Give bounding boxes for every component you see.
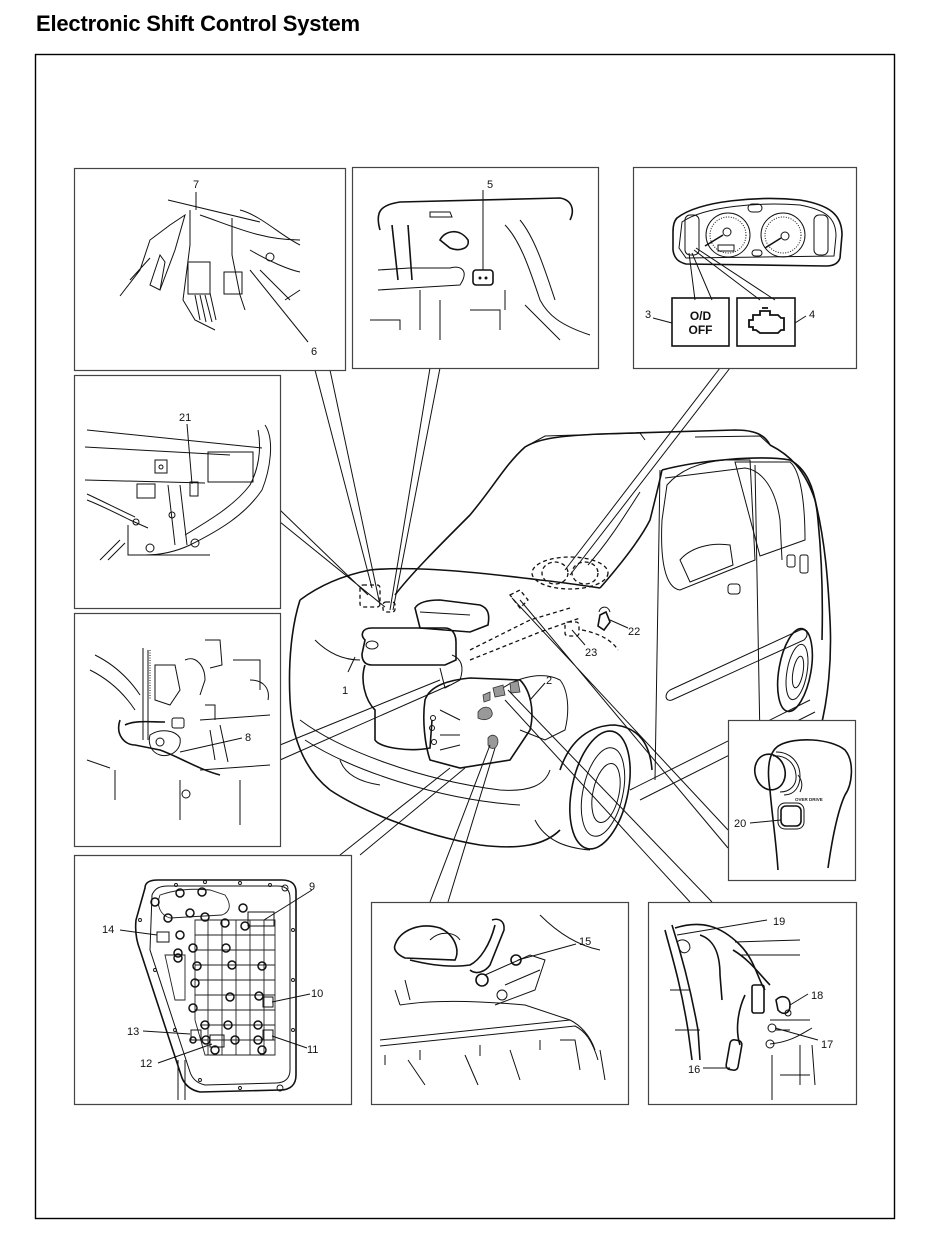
callout-6: 6 [311,346,317,358]
callout-17: 17 [821,1039,833,1051]
panel-valve-body: 9 10 11 12 13 14 [73,854,353,1106]
callout-4: 4 [809,309,815,321]
callout-3: 3 [645,309,651,321]
callout-9: 9 [309,881,315,893]
panel-speed-sensors: 19 18 17 16 [647,901,858,1106]
callout-22: 22 [628,626,640,638]
od-off-indicator [671,297,730,347]
engine-icon [748,307,785,334]
callout-23: 23 [585,647,597,659]
panel-brake-switch: 21 [73,374,282,610]
callout-2: 2 [546,675,552,687]
callout-1: 1 [342,685,348,697]
callout-14: 14 [102,924,114,936]
panel-instrument-cluster: O/D OFF 3 4 [632,166,858,370]
callout-5: 5 [487,179,493,191]
valve-grid [158,888,276,1056]
callout-12: 12 [140,1058,152,1070]
callout-11: 11 [307,1044,318,1056]
outer-frame [34,53,896,1220]
callout-20: 20 [734,818,746,830]
overdrive-switch-label: OVER DRIVE [795,797,823,802]
callout-19: 19 [773,916,785,928]
panel-shift-knob: OVER DRIVE 20 [727,719,857,882]
overdrive-switch[interactable] [780,805,802,827]
connector-highlight [492,684,506,698]
callout-15: 15 [579,936,591,948]
panel-range-sensor: 8 [73,612,282,848]
speedometer-dial [705,212,751,258]
callout-13: 13 [127,1026,139,1038]
dashboard-cluster-hidden [531,556,609,590]
callout-18: 18 [811,990,823,1002]
callout-7: 7 [193,179,199,191]
od-off-text-line2: OFF [689,323,713,337]
panel-ecm-connectors: 7 6 [73,167,347,372]
callout-21: 21 [179,412,191,424]
valve-bolts [150,887,267,1055]
callout-16: 16 [688,1064,700,1076]
vehicle-illustration: 1 2 22 23 [279,367,832,903]
callout-8: 8 [245,732,251,744]
sensor-16 [725,1039,743,1071]
leader-lines [279,367,731,903]
panel-sensor-connector: 5 [351,166,600,370]
tachometer-dial [760,212,806,258]
od-off-text-line1: O/D [690,309,712,323]
callout-10: 10 [311,988,323,1000]
knob-lock-button [753,753,787,791]
panel-temp-sensor: 15 [370,901,630,1106]
check-engine-indicator [736,297,796,347]
page-title: Electronic Shift Control System [36,11,360,36]
